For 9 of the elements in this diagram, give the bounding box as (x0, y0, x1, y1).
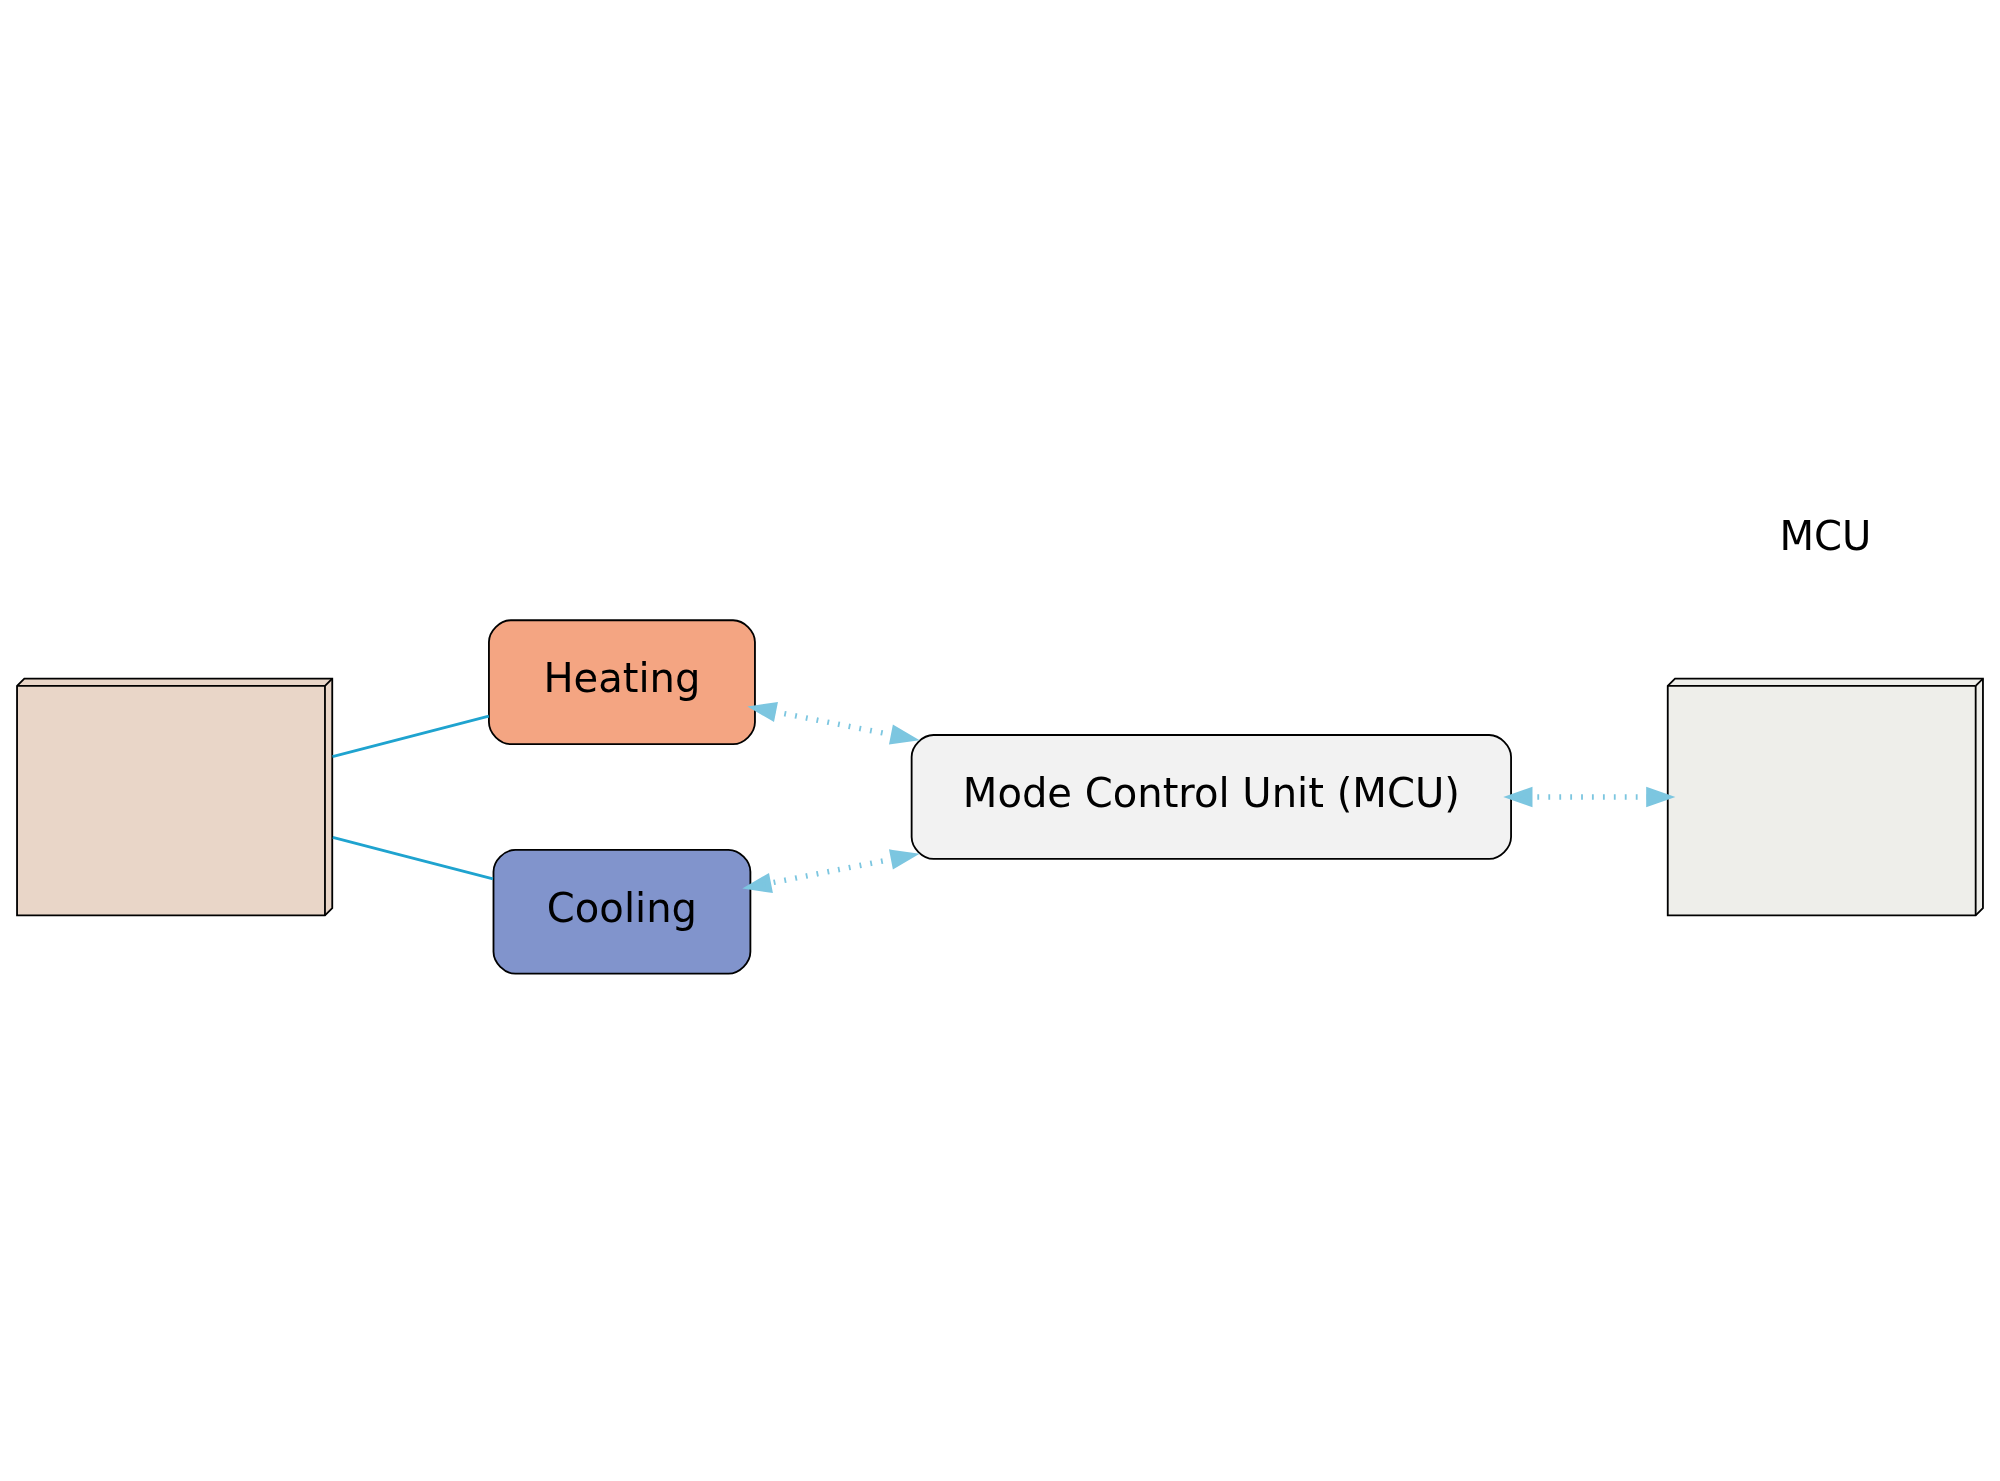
connector (332, 836, 494, 881)
arrow (742, 849, 920, 893)
node-box: Heating (488, 619, 756, 746)
label: MCU (1779, 513, 1872, 560)
arrow (747, 702, 920, 745)
arrow (1503, 786, 1676, 808)
node-box: Mode Control Unit (MCU) (910, 734, 1512, 860)
connector (332, 714, 490, 758)
node-box: Cooling (492, 848, 752, 975)
